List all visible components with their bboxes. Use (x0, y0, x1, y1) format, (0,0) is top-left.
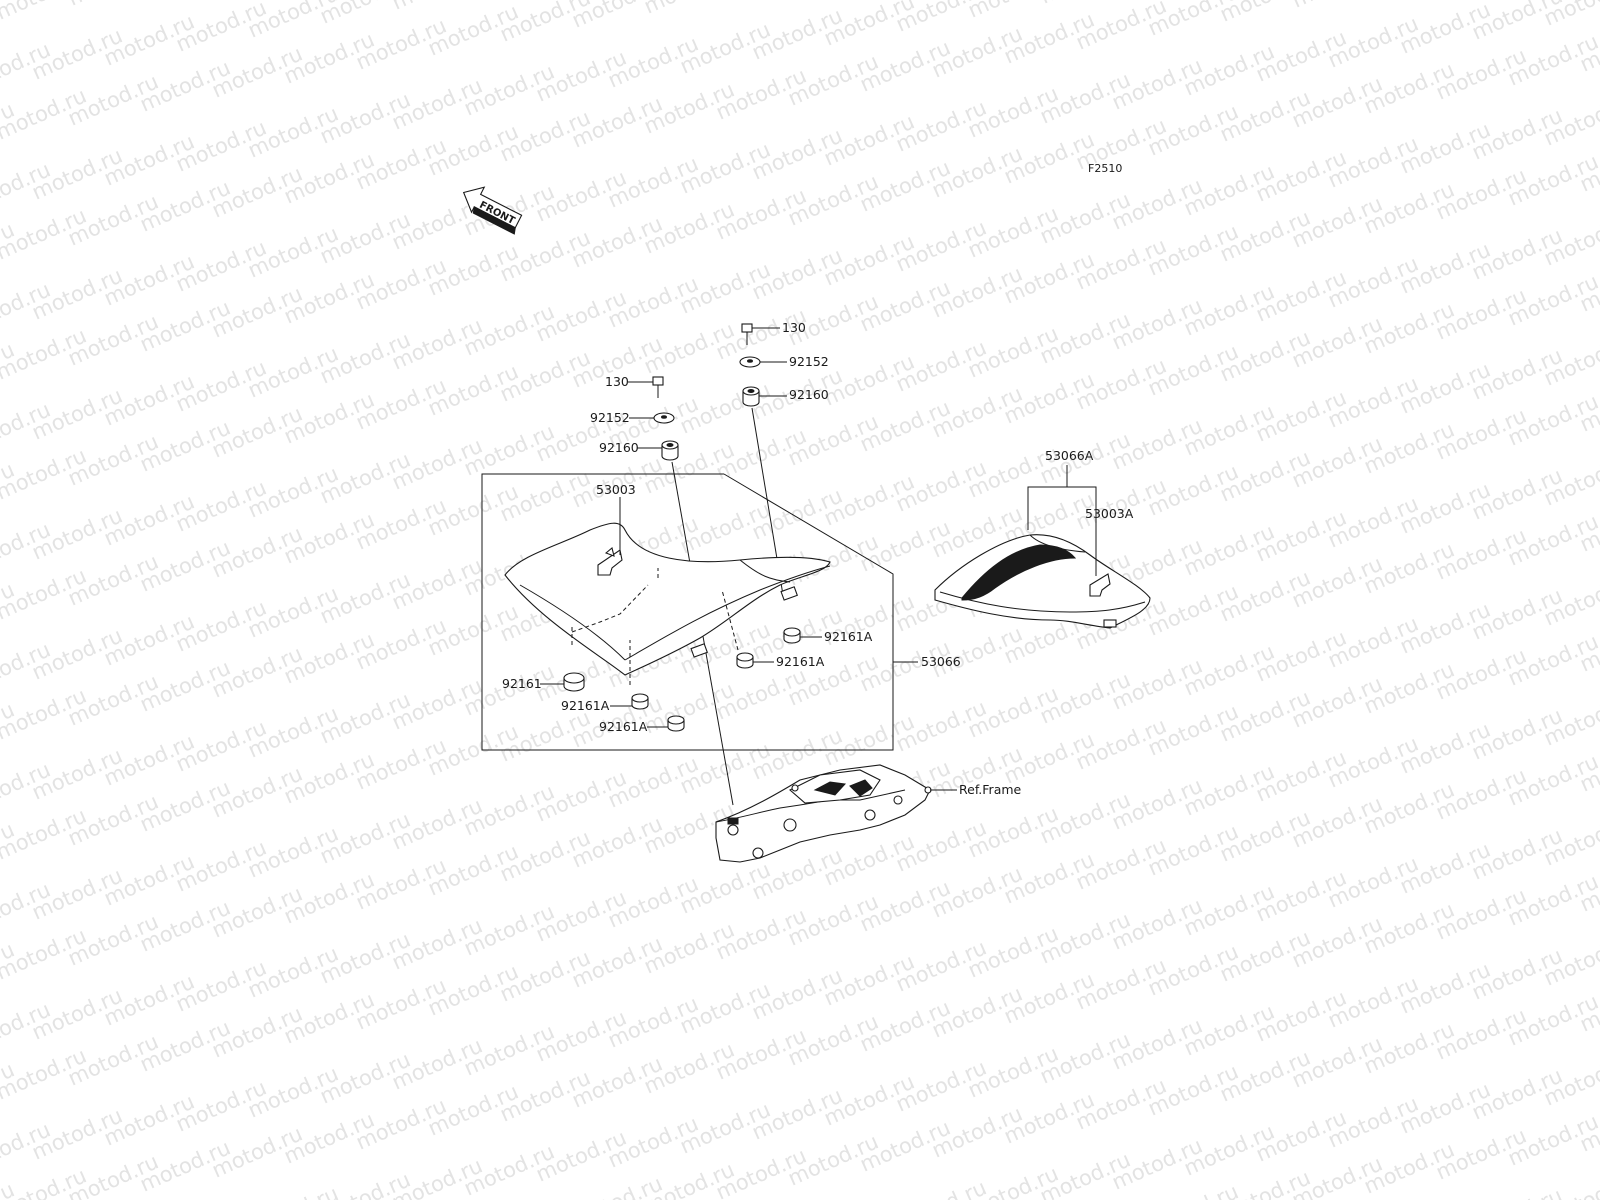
damper-92161a-3 (736, 652, 774, 669)
frame-reference (715, 764, 932, 863)
label-92152-right: 92152 (789, 354, 829, 369)
damper-92161 (540, 672, 585, 692)
bolt-130-right (741, 323, 780, 345)
damper-92161a-4 (783, 627, 822, 644)
label-53003: 53003 (596, 482, 636, 497)
damper-92161a-1 (610, 693, 649, 710)
watermark-text: motod.ru (244, 1181, 342, 1200)
watermark-text: motod.ru (64, 0, 162, 11)
label-92161a-2: 92161A (599, 719, 648, 734)
washer-92152-right (739, 356, 787, 368)
label-92161a-3: 92161A (776, 654, 825, 669)
damper-92160-right (742, 386, 787, 407)
rider-seat (504, 522, 831, 685)
damper-92160-left (637, 440, 679, 461)
label-92161: 92161 (502, 676, 542, 691)
label-ref-frame: Ref.Frame (959, 782, 1022, 797)
label-53066a: 53066A (1045, 448, 1094, 463)
bolt-130-left (628, 376, 664, 398)
label-53066: 53066 (921, 654, 961, 669)
figure-code: F2510 (1088, 162, 1122, 175)
label-92161a-4: 92161A (824, 629, 873, 644)
watermark-text: motod.ru (712, 0, 810, 5)
watermark-text: motod.ru (1468, 1183, 1566, 1200)
watermark-text: motod.ru (1540, 0, 1600, 31)
label-53003a: 53003A (1085, 506, 1134, 521)
seat-assy-box (481, 473, 894, 751)
label-92160-left: 92160 (599, 440, 639, 455)
label-92160-right: 92160 (789, 387, 829, 402)
label-92152-left: 92152 (590, 410, 630, 425)
washer-92152-left (629, 412, 675, 424)
label-130-left: 130 (605, 374, 629, 389)
watermark-text: motod.ru (388, 0, 486, 15)
bracket-53066a (1027, 486, 1097, 576)
damper-92161a-2 (647, 715, 685, 732)
rear-seat-cover (934, 534, 1151, 629)
watermark-text: motod.ru (1036, 0, 1134, 9)
watermark-text: motod.ru (1144, 1179, 1242, 1200)
label-130-right: 130 (782, 320, 806, 335)
watermark-text: motod.ru (1288, 0, 1386, 13)
label-92161a-1: 92161A (561, 698, 610, 713)
